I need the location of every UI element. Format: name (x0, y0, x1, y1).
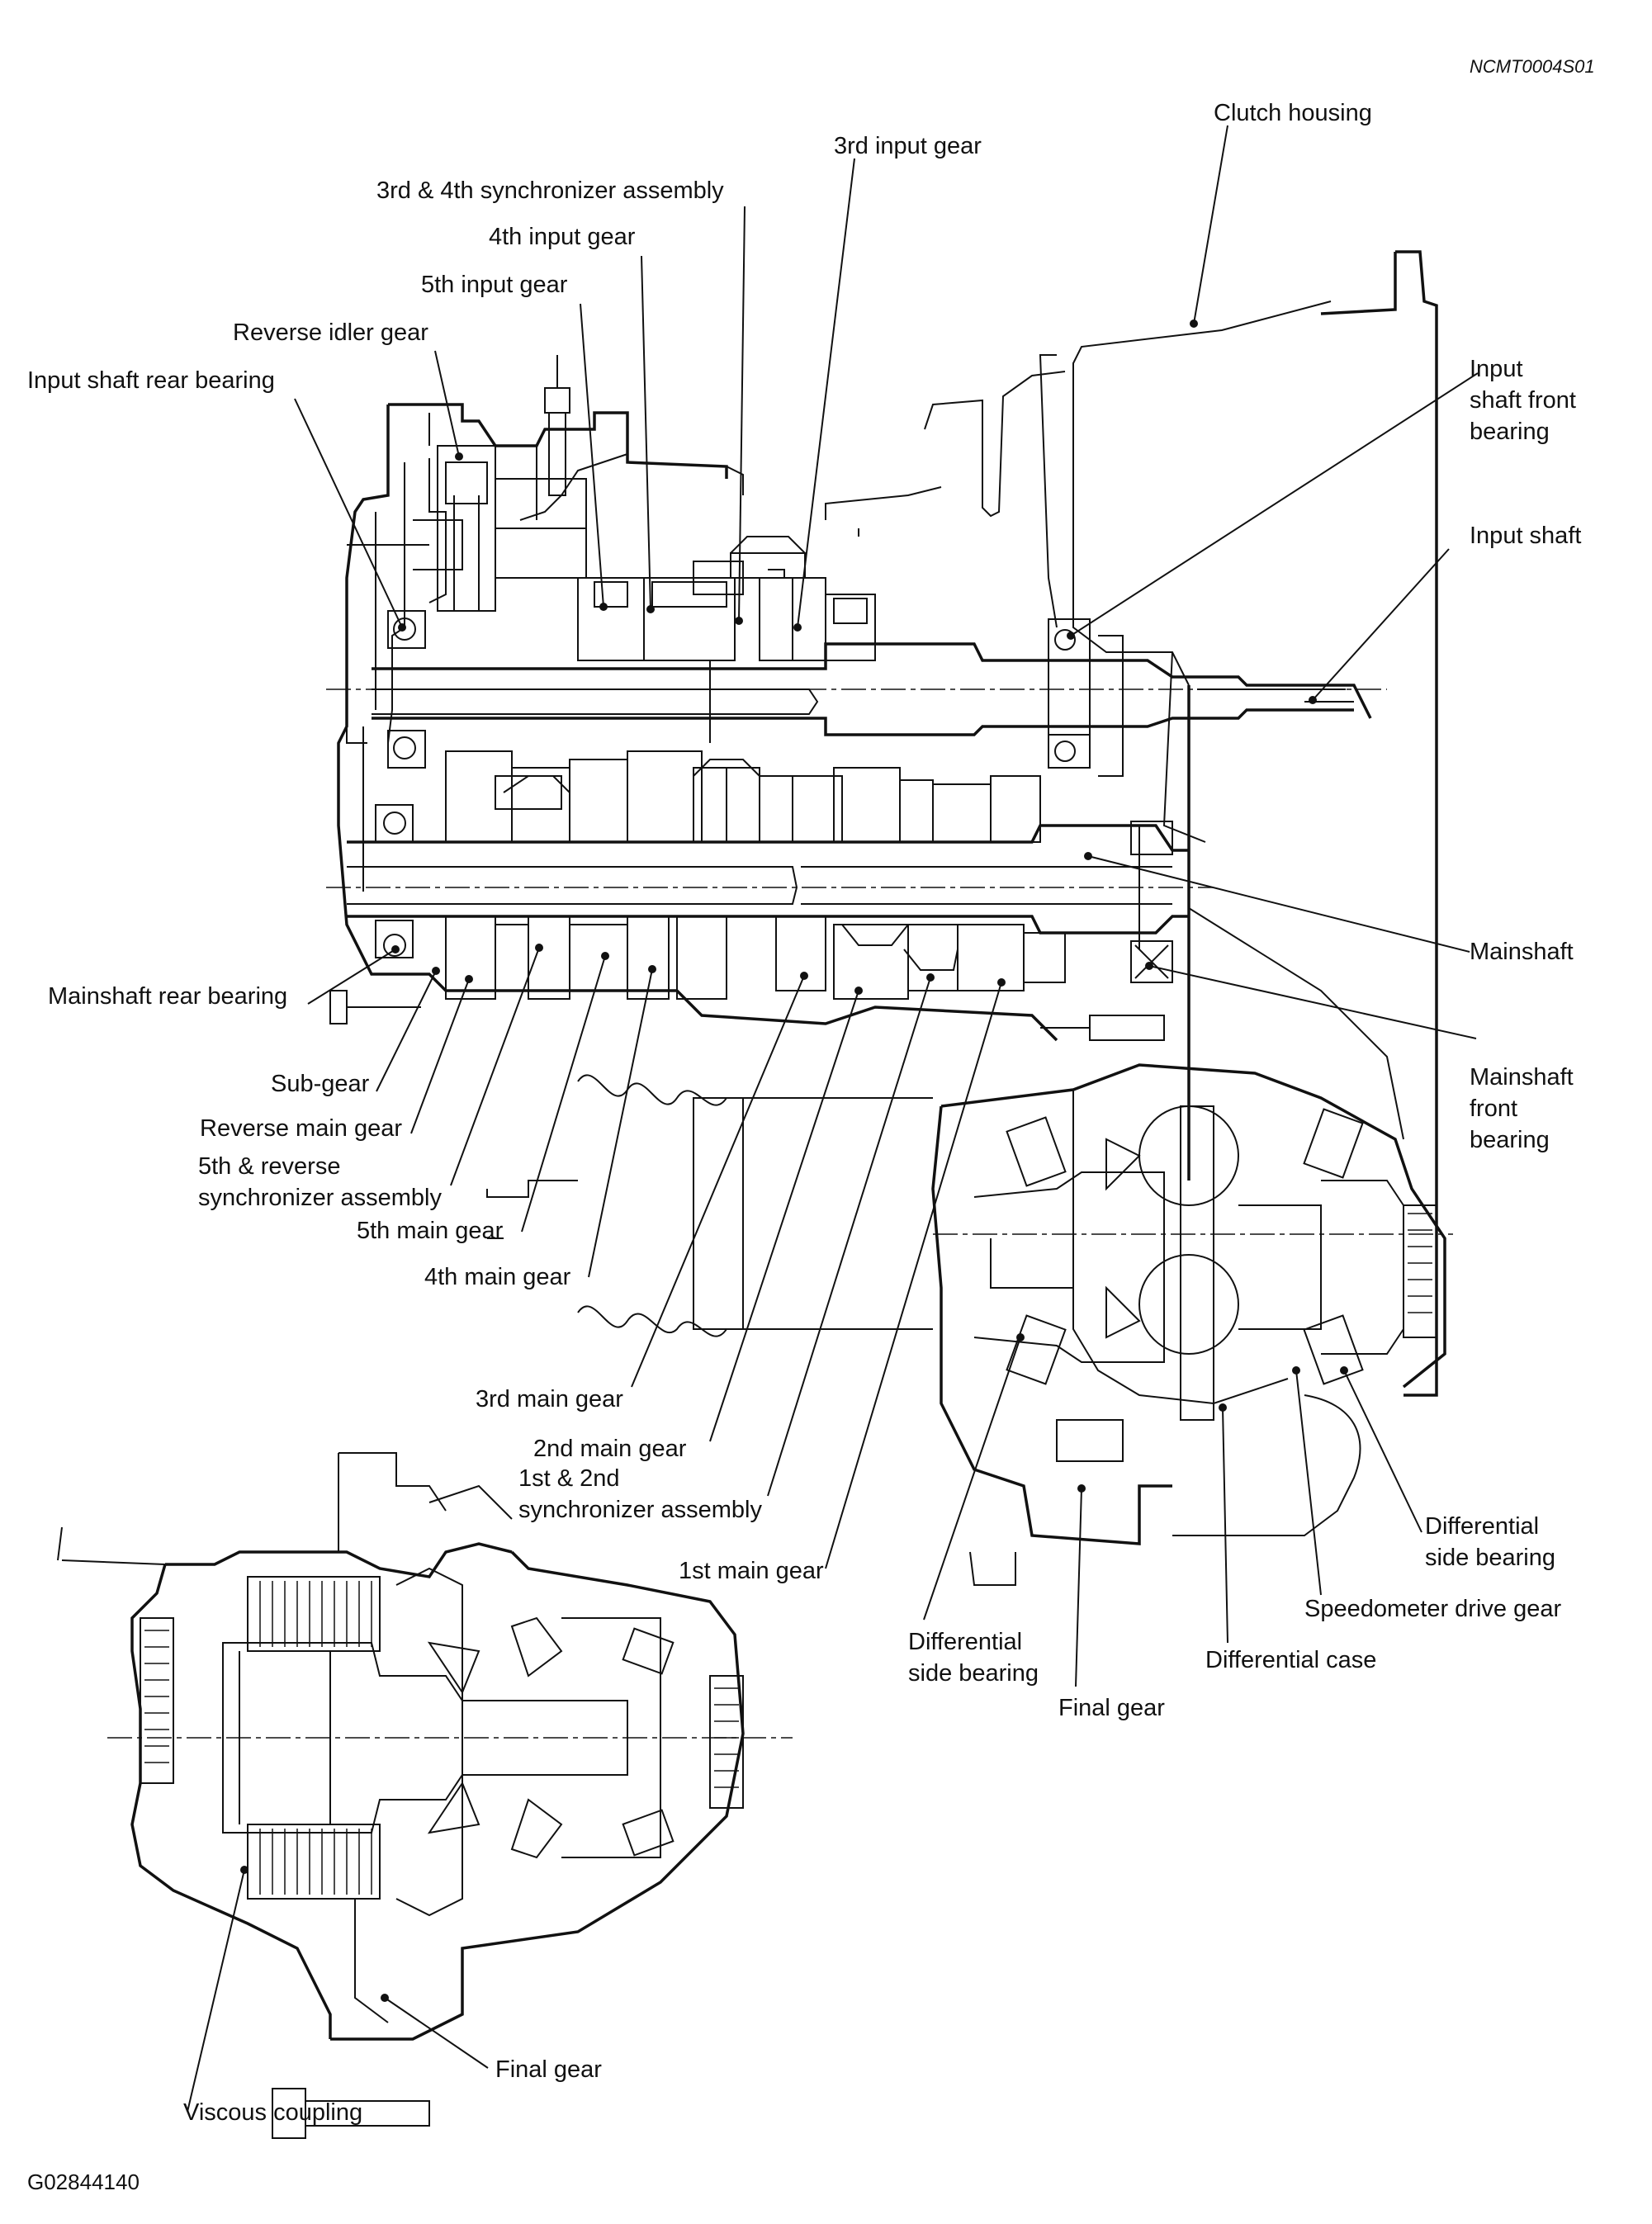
label-reverse-main-gear: Reverse main gear (200, 1115, 402, 1142)
label-4th-input-gear: 4th input gear (489, 224, 636, 250)
label-3rd-main-gear: 3rd main gear (476, 1386, 623, 1412)
label-2nd-main-gear: 2nd main gear (533, 1436, 687, 1462)
label-clutch-housing: Clutch housing (1214, 100, 1372, 126)
label-mainshaft-front-bearing: Mainshaft front bearing (1470, 1064, 1574, 1153)
label-final-gear-inset: Final gear (495, 2056, 602, 2083)
label-5th-input-gear: 5th input gear (421, 272, 568, 298)
label-1st-main-gear: 1st main gear (679, 1558, 824, 1584)
inset-viscous-differential-drawing (57, 1452, 793, 2139)
label-4th-main-gear: 4th main gear (424, 1264, 571, 1290)
label-sub-gear: Sub-gear (271, 1071, 370, 1097)
transmission-case-outline (337, 403, 1058, 1042)
mainshaft-bearings-drawing (375, 804, 1173, 983)
label-differential-case: Differential case (1205, 1647, 1377, 1673)
label-speedometer-drive-gear: Speedometer drive gear (1304, 1596, 1562, 1622)
label-mainshaft-rear-bearing: Mainshaft rear bearing (48, 983, 288, 1010)
label-5th-reverse-synchronizer-assembly: 5th & reverse synchronizer assembly (198, 1153, 442, 1211)
figure-code-top: NCMT0004S01 (1470, 56, 1595, 77)
label-input-shaft-rear-bearing: Input shaft rear bearing (27, 367, 275, 394)
input-shaft-drawing (326, 611, 1387, 744)
reverse-idler-and-bolts (329, 355, 1165, 1041)
label-mainshaft: Mainshaft (1470, 939, 1574, 965)
input-shaft-rear-bearing-drawing (387, 610, 426, 769)
label-input-shaft: Input shaft (1470, 523, 1582, 549)
hidden-shaft-break (486, 1074, 933, 1337)
label-input-shaft-front-bearing: Input shaft front bearing (1470, 356, 1576, 445)
clutch-housing-outline (825, 250, 1438, 1397)
label-5th-main-gear: 5th main gear (357, 1218, 504, 1244)
input-shaft-front-bearing-drawing (1048, 618, 1124, 777)
differential-main-drawing (931, 1063, 1453, 1586)
leader-lines (187, 125, 1479, 2113)
label-final-gear: Final gear (1058, 1695, 1165, 1721)
label-viscous-coupling: Viscous coupling (183, 2099, 363, 2126)
main-gear-pack (445, 750, 1066, 1000)
input-gear-pack (347, 445, 876, 661)
label-3rd-4th-synchronizer-assembly: 3rd & 4th synchronizer assembly (376, 177, 724, 204)
label-3rd-input-gear: 3rd input gear (834, 133, 982, 159)
label-differential-side-bearing-left: Differential side bearing (908, 1629, 1039, 1687)
label-reverse-idler-gear: Reverse idler gear (233, 319, 428, 346)
figure-code-bottom: G02844140 (27, 2170, 140, 2194)
mainshaft-drawing (326, 824, 1214, 949)
label-1st-2nd-synchronizer-assembly: 1st & 2nd synchronizer assembly (518, 1465, 762, 1523)
label-differential-side-bearing-right: Differential side bearing (1425, 1513, 1555, 1571)
